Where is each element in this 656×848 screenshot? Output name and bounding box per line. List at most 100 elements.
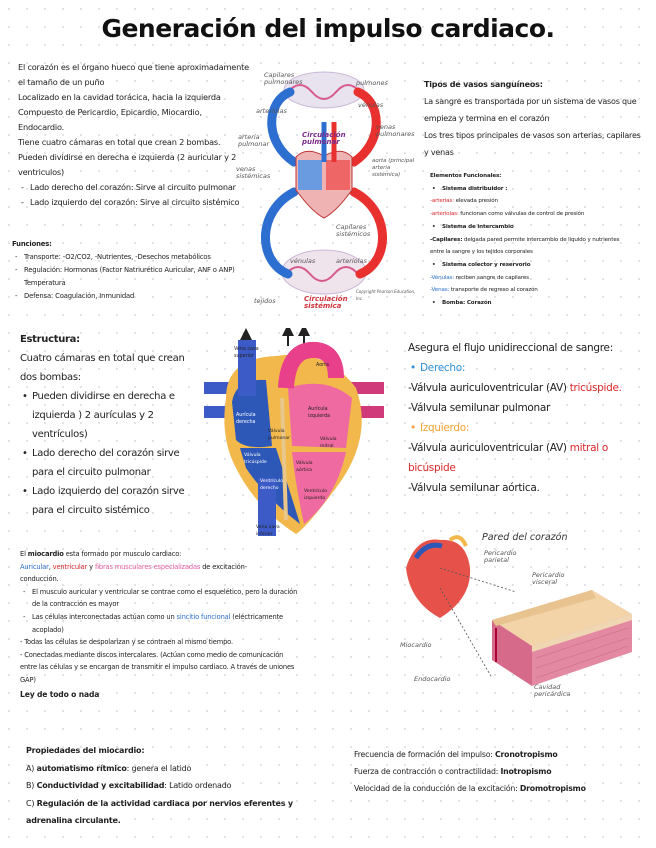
- label-vena-cava-superior: Vena cava superior: [234, 347, 259, 359]
- miocardio-line-5: - Conectadas mediante discos intercalare…: [20, 650, 284, 659]
- elementos-block: Elementos Funcionales: Sistema distribui…: [430, 170, 652, 310]
- label-pulmones: pulmones: [356, 79, 388, 87]
- intro-line: Endocardio.: [18, 122, 65, 132]
- vasos-line: empieza y termina en el corazón: [424, 114, 550, 123]
- label-capilares-pulmonares: Capilares pulmonares: [264, 71, 303, 86]
- label-valvula-mitral: Válvula mitral: [320, 437, 337, 449]
- propiedad-a: A) automatismo rítmico: genera el latido: [26, 763, 192, 773]
- estructura-line: dos bombas:: [20, 372, 81, 383]
- propiedades-heading: Propiedades del miocardio:: [26, 746, 145, 755]
- label-miocardio: Miocardio: [400, 641, 432, 649]
- sistema-intercambio: Sistema de intercambio: [430, 221, 652, 234]
- ley-todo-nada: Ley de todo o nada: [20, 689, 100, 699]
- miocardio-line-1: El miocardio esta formado por musculo ca…: [20, 550, 182, 558]
- miocardio-block: El miocardio esta formado por musculo ca…: [20, 548, 340, 701]
- label-venas-sistemicas: venas sistémicas: [236, 165, 271, 180]
- pared-illustration: [406, 535, 632, 686]
- arteriolas-line: -arteriolas: funcionan como válvulas de …: [430, 211, 585, 218]
- funciones-heading: Funciones:: [12, 240, 52, 248]
- heart-illustration: [204, 324, 384, 536]
- capilares-line-2: entre la sangre y los tejidos corporales: [430, 249, 533, 256]
- label-capilares-sistemicos: Capilares sistémicos: [336, 223, 371, 238]
- funcion-item: Defensa: Coagulación, Inmunidad: [12, 290, 262, 303]
- heart-diagram: Vena cava superior Aorta Aurícula derech…: [196, 324, 396, 540]
- intro-line: Compuesto de Pericardio, Epicardio, Mioc…: [18, 107, 202, 117]
- intro-line: Pueden dividirse en derecha e izquierda …: [18, 152, 237, 162]
- label-venulas-2: vénulas: [290, 257, 316, 265]
- label-aorta-heart: Aorta: [316, 363, 329, 368]
- miocardio-bullet-1: El musculo auricular y ventricular se co…: [20, 586, 340, 611]
- circulation-illustration: [261, 71, 387, 295]
- tropismos-block: Frecuencia de formación del impulso: Cro…: [354, 746, 654, 797]
- label-arteria-pulmonar: arteria pulmonar: [238, 133, 270, 148]
- intro-line: Localizado en la cavidad torácica, hacia…: [18, 92, 221, 102]
- flujo-av1: -Válvula auriculoventricular (AV) tricús…: [408, 382, 622, 394]
- label-arteriolas: arteriolas: [256, 107, 287, 115]
- vasos-line: La sangre es transportada por un sistema…: [424, 97, 637, 106]
- intro-line: ventriculos): [18, 167, 64, 177]
- flujo-izquierdo: Izquierdo:: [408, 418, 653, 438]
- label-vena-cava-inferior: Vena cava inferior: [256, 525, 280, 537]
- intro-bullet: Lado izquierdo del corazón: Sirve al cir…: [18, 195, 258, 210]
- vasos-block: Tipos de vasos sanguíneos: La sangre es …: [424, 76, 652, 161]
- miocardio-line-3: conducción.: [20, 575, 59, 584]
- label-valvula-tricuspide: Válvula tricúspide: [244, 453, 267, 465]
- label-ventriculo-derecho: Ventrículo derecho: [260, 479, 284, 491]
- funcion-item: Temperatura: [24, 279, 66, 287]
- intro-line: El corazón es el órgano hueco que tiene …: [18, 62, 249, 72]
- flujo-derecho: Derecho:: [408, 358, 653, 378]
- flujo-heading: Asegura el flujo unidireccional de sangr…: [408, 342, 613, 354]
- miocardio-line-6: entre las células y se encargan de trans…: [20, 663, 295, 672]
- flujo-semilunar2: -Válvula semilunar aórtica.: [408, 482, 540, 494]
- estructura-block: Estructura: Cuatro cámaras en total que …: [20, 330, 200, 520]
- flujo-semilunar1: -Válvula semilunar pulmonar: [408, 402, 551, 414]
- intro-bullet: Lado derecho del corazón: Sirve al circu…: [18, 180, 258, 195]
- funcion-item: Transporte: -O2/CO2, -Nutrientes, -Desec…: [12, 251, 262, 264]
- label-auricula-derecha: Aurícula derecha: [236, 413, 256, 425]
- flujo-block: Asegura el flujo unidireccional de sangr…: [408, 338, 653, 498]
- label-aorta: aorta (principal arteria sistémica): [372, 158, 415, 178]
- miocardio-line-4: - Todas las células se despolarizan y se…: [20, 638, 233, 647]
- tropismo-crono: Frecuencia de formación del impulso: Cro…: [354, 750, 558, 759]
- bomba-line: Bomba: Corazón: [430, 297, 652, 310]
- funciones-block: Funciones: Transporte: -O2/CO2, -Nutrien…: [12, 238, 262, 303]
- miocardio-line-7: GAP): [20, 675, 36, 684]
- intro-block: El corazón es el órgano hueco que tiene …: [18, 60, 258, 210]
- label-pericardio-visceral: Pericardio visceral: [532, 571, 565, 586]
- pared-diagram: Pared del corazón Pericardio parietal Pe…: [396, 528, 654, 708]
- label-arteriolas-2: arteriolas: [336, 257, 367, 265]
- funcion-item: Regulación: Hormonas (Factor Natriurétic…: [12, 264, 262, 277]
- label-tejidos: tejidos: [254, 297, 276, 305]
- intro-line: Tiene cuatro cámaras en total que crean …: [18, 137, 221, 147]
- label-venas-pulmonares: venas pulmonares: [376, 123, 415, 138]
- label-venulas: vénulas: [358, 101, 384, 109]
- estructura-heading: Estructura:: [20, 334, 80, 345]
- estructura-line: Cuatro cámaras en total que crean: [20, 353, 185, 364]
- label-ventriculo-izquierdo: Ventrículo izquierdo: [304, 489, 328, 501]
- propiedad-c: C) Regulación de la actividad cardiaca p…: [26, 798, 293, 808]
- label-valvula-aortica: Válvula aórtica: [296, 461, 313, 473]
- intro-line: el tamaño de un puño: [18, 77, 105, 87]
- sistema-colector: Sistema colector y reservorio: [430, 259, 652, 272]
- intro-bullets: Lado derecho del corazón: Sirve al circu…: [18, 180, 258, 210]
- arterias-line: -arterias: elevada presión: [430, 198, 498, 205]
- vasos-heading: Tipos de vasos sanguíneos:: [424, 80, 543, 89]
- label-credit: Copyright Pearson Education, Inc.: [356, 289, 416, 301]
- miocardio-bullet-2: Las células interconectadas actúan como …: [20, 611, 340, 636]
- propiedad-c-cont: adrenalina circulante.: [26, 816, 121, 825]
- elementos-heading: Elementos Funcionales:: [430, 173, 502, 179]
- vasos-line: Los tres tipos principales de vasos son …: [424, 131, 641, 140]
- tropismo-dromo: Velocidad de la conducción de la excitac…: [354, 784, 586, 793]
- circulation-diagram: Capilares pulmonares pulmones arteriolas…: [236, 62, 422, 320]
- miocardio-line-2: Auricular, ventricular y fibras muscular…: [20, 562, 247, 571]
- vasos-line: y venas: [424, 148, 454, 157]
- capilares-line: -Capilares: delgada pared permite interc…: [430, 236, 620, 243]
- label-valvula-pulmonar: Válvula pulmonar: [268, 429, 291, 441]
- pared-title: Pared del corazón: [482, 532, 568, 543]
- flujo-av2-cont: bicúspide: [408, 462, 456, 474]
